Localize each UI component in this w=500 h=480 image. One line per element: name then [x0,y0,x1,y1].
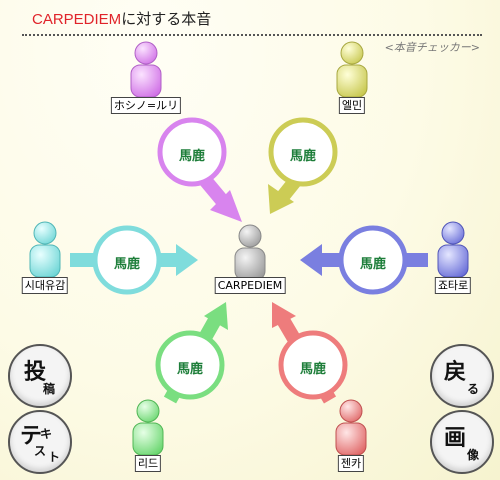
person-left-icon [29,221,61,278]
text-button-small-1: キ [40,427,53,441]
relation-label-left: 馬鹿 [113,257,140,272]
title-brand: CARPEDIEM [32,11,122,28]
post-button-small: 稿 [43,382,56,396]
person-top-left-icon [130,41,162,98]
page-title: CARPEDIEMに対する本音 [32,8,211,29]
relation-label-bottom-right: 馬鹿 [299,362,326,377]
image-button-small: 像 [467,448,480,462]
relation-label-bottom-left: 馬鹿 [176,362,203,377]
back-button-big: 戻 [444,360,467,385]
relation-circle-bottom-left [155,330,225,400]
post-button-big: 投 [24,360,47,385]
relation-circle-top-right [268,117,338,187]
title-rest: に対する本音 [121,10,212,28]
text-button-small-3: ト [48,450,61,464]
person-bottom-left-icon [132,399,164,456]
image-button[interactable]: 画 像 [430,410,494,474]
title-divider [22,34,482,36]
back-button[interactable]: 戻 る [430,344,494,408]
relation-circle-bottom-right [278,330,348,400]
relation-circle-left [92,225,162,295]
back-button-small: る [467,382,480,396]
person-top-right-icon [336,41,368,98]
relation-label-top-left: 馬鹿 [178,149,205,164]
relation-circle-right [338,225,408,295]
image-button-big: 画 [444,426,467,451]
name-label-bottom-left: 리드 [134,455,162,472]
person-bottom-right-icon [335,399,367,456]
checker-subtitle: <本音チェッカー> [384,41,480,54]
person-right-icon [437,221,469,278]
name-label-top-right: 엘민 [338,97,366,114]
relation-label-right: 馬鹿 [359,257,386,272]
name-label-left: 시대유감 [21,277,69,294]
person-center-icon [234,224,266,281]
text-button[interactable]: テ キ ス ト [8,410,72,474]
text-button-big: テ [20,424,43,449]
name-label-top-left: ホシノ=ルリ [110,97,182,114]
text-button-small-2: ス [34,444,47,458]
name-label-right: 죠타로 [434,277,472,294]
relation-label-top-right: 馬鹿 [289,149,316,164]
name-label-bottom-right: 젠카 [337,455,365,472]
relation-circle-top-left [157,117,227,187]
center-name-label: CARPEDIEM [214,277,286,294]
post-button[interactable]: 投 稿 [8,344,72,408]
